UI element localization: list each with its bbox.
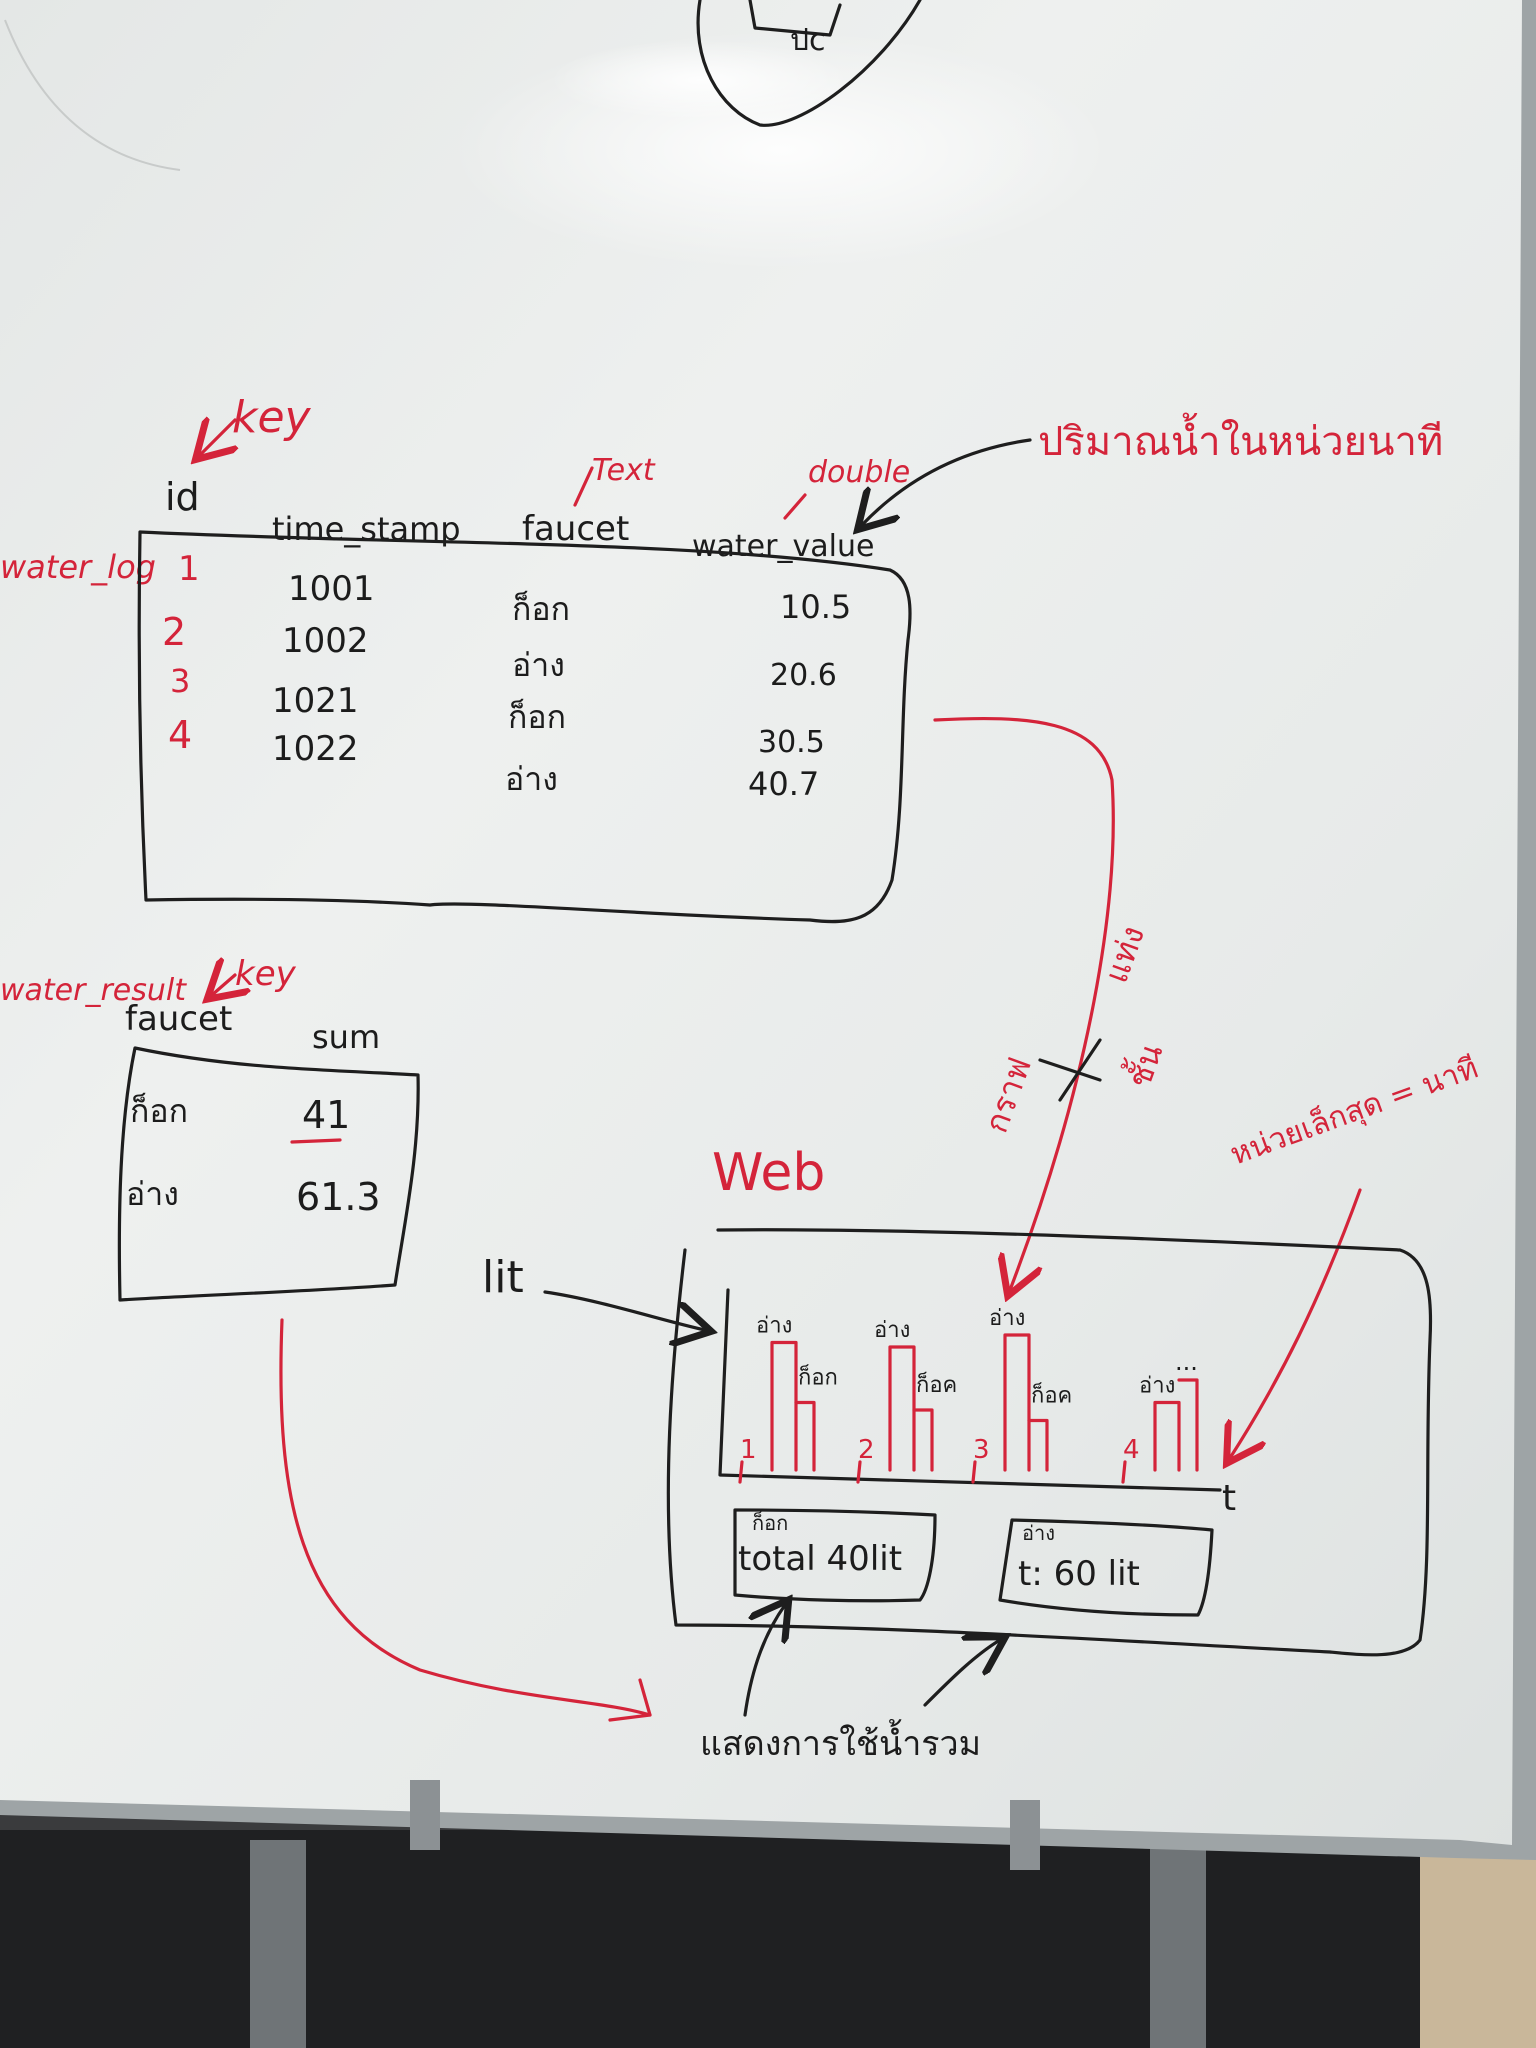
water-log-table-border [137, 530, 912, 924]
marker-tray-clip-right [1010, 1800, 1040, 1870]
footer-arrow-right [923, 1640, 1000, 1707]
water-result-table: water_result key faucet sum ก็อก 41 อ่าง… [0, 954, 420, 1302]
type-text-tick [573, 466, 594, 507]
row-2-id: 2 [162, 610, 186, 654]
web-frame [666, 1228, 1433, 1657]
graph-note-cross [1038, 1038, 1102, 1102]
unit-note-arrow [862, 438, 1032, 525]
bar-faucet-4 [1177, 1378, 1199, 1472]
group-index-2: 2 [858, 1435, 875, 1465]
light-glare [550, 40, 850, 120]
row-2-water-value: 20.6 [770, 658, 837, 693]
row-1-faucet: ก็อก [512, 590, 570, 628]
row-3-faucet: ก็อก [508, 698, 566, 736]
bar-label-faucet-3: ก็อค [1031, 1381, 1072, 1409]
unit-note: ปริมาณน้ำในหน่วยนาที [1038, 412, 1443, 465]
marker-tray-clip-left [410, 1780, 440, 1850]
group-index-1: 1 [740, 1435, 757, 1465]
bar-label-basin-3: อ่าง [989, 1306, 1025, 1331]
column-header-faucet: faucet [522, 509, 629, 549]
top-sketch-curve [696, 0, 922, 127]
result-row-1-sum: 41 [302, 1093, 350, 1137]
water-log-key-label: key [232, 392, 312, 443]
row-1-water-value: 10.5 [780, 588, 851, 626]
web-title: Web [712, 1143, 825, 1203]
result-row-1-faucet: ก็อก [130, 1092, 188, 1130]
row-4-faucet: อ่าง [505, 760, 558, 798]
type-double-tick [783, 493, 807, 520]
result-key-arrow [212, 975, 235, 995]
y-axis-pointer [543, 1290, 705, 1330]
row-3-id: 3 [170, 662, 190, 700]
top-sketch-box [748, 0, 842, 37]
bar-label-basin-4: อ่าง [1139, 1374, 1175, 1399]
chart-axes [718, 1288, 1222, 1492]
stand-leg-right [1150, 1840, 1206, 2048]
result-to-totals-arrow [279, 1318, 652, 1717]
key-arrow [200, 420, 235, 455]
log-to-graph-arrow [933, 716, 1115, 1290]
bar-label-basin-2: อ่าง [874, 1318, 910, 1343]
bar-basin-1 [770, 1340, 798, 1472]
result-column-sum: sum [312, 1018, 380, 1056]
min-unit-arrow [1230, 1188, 1362, 1458]
bar-faucet-1 [794, 1400, 816, 1472]
top-fragment-text: ปc [790, 23, 826, 58]
bar-basin-4 [1153, 1400, 1181, 1472]
row-1-id: 1 [178, 549, 200, 589]
faint-erased-arc [4, 19, 181, 171]
stand-leg-left [250, 1840, 306, 2048]
row-4-water-value: 40.7 [748, 765, 819, 803]
type-text-label: Text [592, 453, 656, 488]
water-log-table: water_log key id time_stamp faucet water… [0, 392, 1443, 924]
result-row-2-sum: 61.3 [296, 1175, 381, 1219]
bar-label-basin-1: อ่าง [756, 1314, 792, 1339]
bar-label-faucet-2: ก็อค [916, 1370, 957, 1398]
group-tick-4 [1121, 1460, 1127, 1484]
group-index-4: 4 [1123, 1435, 1140, 1465]
more-bars: ... [1175, 1348, 1198, 1376]
group-index-3: 3 [973, 1435, 990, 1465]
group-tick-2 [856, 1460, 862, 1484]
water-result-table-name: water_result [0, 973, 187, 1008]
row-3-time-stamp: 1021 [272, 681, 359, 721]
row-1-time-stamp: 1001 [288, 569, 375, 609]
water-log-table-name: water_log [0, 548, 156, 586]
bar-faucet-3 [1027, 1418, 1049, 1472]
result-to-totals-arrowhead [608, 1678, 652, 1722]
footer-arrow-left [743, 1605, 785, 1717]
total-faucet-box [733, 1508, 937, 1603]
footer-note: แสดงการใช้น้ำรวม [700, 1719, 981, 1764]
group-tick-3 [971, 1460, 977, 1484]
row-4-id: 4 [168, 713, 192, 757]
water-result-table-border [117, 1046, 420, 1302]
group-tick-1 [738, 1460, 744, 1484]
row-2-time-stamp: 1002 [282, 621, 369, 661]
whiteboard-surface [0, 0, 1522, 1845]
floor [0, 1830, 1536, 2048]
row-4-time-stamp: 1022 [272, 729, 359, 769]
water-result-key-label: key [235, 954, 297, 994]
water-log-id-label: id [165, 475, 200, 519]
result-column-faucet: faucet [125, 999, 232, 1039]
total-basin-box [998, 1518, 1214, 1617]
sum-underline [290, 1138, 342, 1144]
x-axis-label: t [1222, 1478, 1236, 1519]
row-2-faucet: อ่าง [512, 646, 565, 684]
total-faucet-value: total 40lit [738, 1539, 902, 1579]
bar-label-faucet-1: ก็อก [798, 1363, 838, 1391]
bar-basin-3 [1003, 1333, 1031, 1472]
y-axis-label: lit [482, 1252, 524, 1303]
result-row-2-faucet: อ่าง [126, 1175, 179, 1213]
type-double-label: double [808, 455, 910, 490]
row-3-water-value: 30.5 [758, 725, 825, 760]
total-basin-caption: อ่าง [1022, 1521, 1055, 1545]
web-mockup: Web lit t 1อ่างก็อก2อ่างก็อค3อ่างก็อค4อ่… [482, 1143, 1433, 1764]
total-basin-value: t: 60 lit [1018, 1554, 1140, 1594]
bar-faucet-2 [912, 1408, 934, 1472]
total-faucet-caption: ก็อก [752, 1510, 788, 1535]
